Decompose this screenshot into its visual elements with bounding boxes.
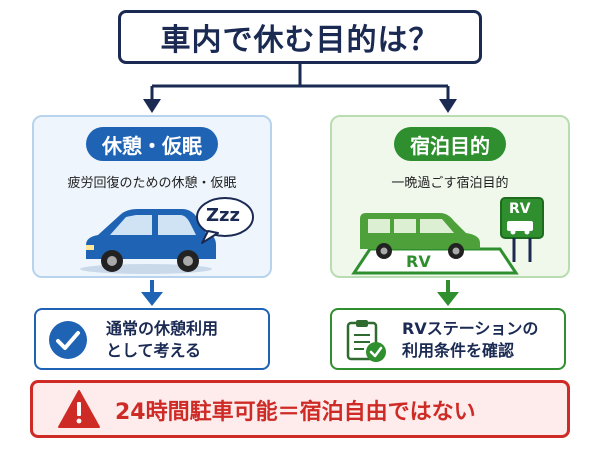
rest-panel: 休憩・仮眠 疲労回復のための休憩・仮眠 Zzz xyxy=(32,115,272,278)
rv-sign-text: RV xyxy=(509,201,531,217)
overnight-heading: 宿泊目的 xyxy=(394,127,506,161)
title-box: 車内で休む目的は？ xyxy=(118,10,482,64)
ground-rv-text: RV xyxy=(406,252,431,271)
page-title: 車内で休む目的は？ xyxy=(160,23,440,58)
green-van-icon xyxy=(360,213,480,259)
warning-icon xyxy=(58,390,100,428)
top-connector xyxy=(143,64,457,113)
rest-description: 疲労回復のための休憩・仮眠 xyxy=(67,176,237,191)
check-circle-icon xyxy=(49,321,87,359)
overnight-result-box: RVステーションの 利用条件を確認 xyxy=(330,308,566,370)
rest-heading: 休憩・仮眠 xyxy=(86,127,218,161)
overnight-result-line1: RVステーションの xyxy=(402,319,539,338)
speech-bubble-icon xyxy=(196,197,254,244)
overnight-panel: 宿泊目的 一晩過ごす宿泊目的 RV RV xyxy=(330,115,570,278)
rv-sign-icon xyxy=(500,197,544,262)
rest-result-box: 通常の休憩利用 として考える xyxy=(34,308,270,370)
overnight-result-text: RVステーションの 利用条件を確認 xyxy=(402,318,538,362)
middle-arrows xyxy=(141,280,459,306)
warning-text: 24時間駐車可能＝宿泊自由ではない xyxy=(115,400,476,425)
sleep-text: Zzz xyxy=(206,205,241,226)
overnight-description: 一晩過ごす宿泊目的 xyxy=(391,176,509,191)
rest-result-text: 通常の休憩利用 として考える xyxy=(106,318,218,362)
rest-result-line1: 通常の休憩利用 xyxy=(106,319,219,338)
rest-result-line2: として考える xyxy=(106,341,202,360)
blue-car-icon xyxy=(80,209,216,274)
clipboard-check-icon xyxy=(346,320,386,362)
overnight-result-line2: 利用条件を確認 xyxy=(402,341,515,360)
warning-box: 24時間駐車可能＝宿泊自由ではない xyxy=(30,380,570,438)
